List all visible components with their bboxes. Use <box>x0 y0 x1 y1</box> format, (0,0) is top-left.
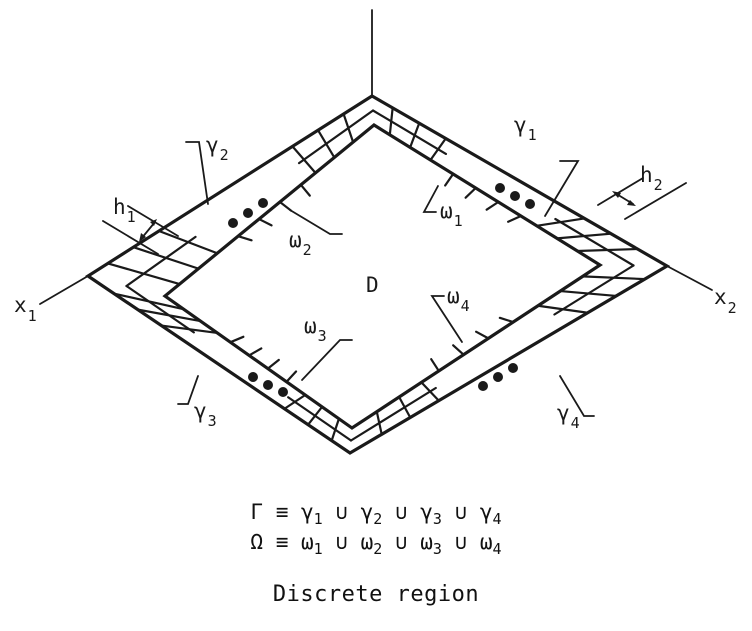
gamma-union-equation: Γ ≡ γ1 ∪ γ2 ∪ γ3 ∪ γ4 <box>250 500 502 529</box>
omega-node-tick <box>266 358 280 370</box>
omega-node-tick <box>278 200 293 212</box>
h1-arrowhead-a <box>139 233 146 242</box>
label-omega3: ω3 <box>304 314 327 345</box>
omega-node-tick <box>498 316 515 324</box>
caption: Discrete region <box>272 582 480 607</box>
omega-node-tick <box>485 200 500 211</box>
grid-row-line <box>554 217 635 267</box>
h2-arrowhead-b <box>627 200 636 206</box>
omega-node-tick <box>237 235 253 242</box>
omega3-leader <box>301 339 353 381</box>
omega-node-tick <box>430 358 440 373</box>
label-h2: h2 <box>640 163 663 194</box>
omega-node-tick <box>507 214 523 223</box>
outer-boundary <box>85 94 671 455</box>
label-omega4: ω4 <box>447 284 470 315</box>
grid-lines <box>106 106 646 442</box>
omega-node-tick <box>452 344 465 356</box>
gamma-eq-lhs: Γ ≡ <box>250 500 301 524</box>
ellipsis-dots-gamma2 <box>228 198 268 228</box>
omega-node-tick <box>464 186 477 199</box>
label-x2: x2 <box>714 285 737 317</box>
ellipsis-dots-gamma1 <box>495 183 535 209</box>
label-gamma2: γ2 <box>206 133 229 164</box>
gamma1-leader <box>544 160 580 217</box>
omega-node-tick <box>285 370 298 383</box>
gamma3-leader <box>177 375 199 405</box>
omega2-leader <box>289 209 343 235</box>
ellipsis-dots-gamma3 <box>248 372 288 397</box>
label-omega2: ω2 <box>289 228 312 259</box>
grid-row-line <box>125 235 197 288</box>
label-gamma4: γ4 <box>557 401 580 432</box>
grid-row-line <box>125 284 195 334</box>
h2-extension-outer <box>624 182 687 220</box>
gamma4-leader <box>559 375 595 417</box>
omega-node-tick <box>299 183 311 197</box>
omega-node-tick <box>248 347 263 357</box>
omega-node-tick <box>474 330 490 340</box>
h1-arrowhead-b <box>150 219 157 226</box>
grid-row-line <box>553 264 635 316</box>
h2-arrowhead-a <box>612 191 621 198</box>
label-D: D <box>366 273 379 297</box>
x1-axis <box>39 275 89 305</box>
label-omega1: ω1 <box>440 199 463 230</box>
x2-axis <box>666 265 713 291</box>
omega-node-tick <box>257 217 273 227</box>
h2-extension-inner <box>597 177 644 206</box>
h1-extension-outer <box>102 220 159 255</box>
inner-boundary <box>162 123 603 430</box>
omega4-leader <box>430 295 463 343</box>
label-gamma3: γ3 <box>194 399 217 430</box>
omega-node-tick <box>444 172 455 187</box>
omega-node-tick <box>229 335 245 344</box>
grid-row-line <box>349 386 437 442</box>
label-gamma1: γ1 <box>514 113 537 144</box>
gamma2-leader <box>185 141 209 205</box>
omega1-leader <box>422 185 439 213</box>
grid-row-line <box>287 396 353 442</box>
omega-eq-lhs: Ω ≡ <box>250 530 301 554</box>
label-h1: h1 <box>113 195 136 226</box>
grid-row-line <box>371 109 448 155</box>
ellipsis-dots-gamma4 <box>478 363 518 391</box>
omega-union-equation: Ω ≡ ω1 ∪ ω2 ∪ ω3 ∪ ω4 <box>250 530 502 559</box>
label-x1: x1 <box>14 293 37 325</box>
grid-row-line <box>297 109 375 165</box>
